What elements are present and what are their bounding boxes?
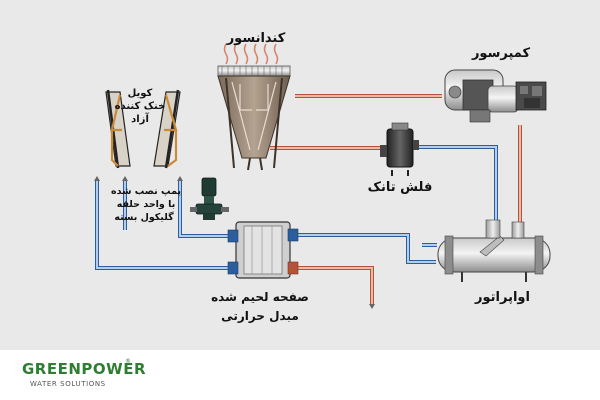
pump-label-line-2: با واحد حلقه [116,199,176,210]
plate-heat-exchanger [227,221,299,279]
brand-name: GREENPOWER [22,360,146,378]
condenser-label: کندانسور [226,31,286,46]
flow-arrow [122,176,128,181]
flow-arrow [369,304,375,309]
evaporator-unit [437,219,551,282]
coil-label-line-2: خنک کننده [114,101,166,112]
free-cooling-coil-unit [105,89,181,169]
cold-pipe-exchanger-evaporator [290,233,436,264]
exchanger-label-line-2: مبدل حرارتی [221,309,299,323]
exchanger-label-line-1: صفحه لحیم شده [211,290,309,304]
coil-label-line-3: آزاد [131,114,149,125]
pump-label-line-1: پمپ نصب شده [110,186,182,197]
flash-tank-unit [380,122,419,176]
cold-pipe-coil-loop [95,180,230,270]
condenser-unit [217,43,291,171]
coil-left [105,89,131,169]
flow-arrows [94,176,375,309]
compressor-unit [444,69,547,123]
cold-pipe-flashtank-evaporator [413,145,498,220]
glycol-pump-icon [190,177,229,220]
flow-arrow [177,176,183,181]
hot-pipe-exchanger-outlet [285,266,374,306]
heat-waves-icon [223,43,279,65]
registered-mark: ® [125,358,131,365]
flow-arrow [94,176,100,181]
coil-right [153,89,181,169]
compressor-label: کمپرسور [471,46,531,61]
footer-bar [0,350,600,400]
pipe-network [95,94,522,306]
cold-pipe-pump-exchanger [178,180,232,238]
brand-tagline: WATER SOLUTIONS [30,380,106,388]
pump-label-line-3: گلیکول بسته [114,212,174,223]
coil-label-line-1: کویل [127,88,153,99]
evaporator-label: اواپراتور [475,290,530,305]
flash-tank-label: فلش تانک [367,180,433,195]
brand-logo: GREENPOWER ® WATER SOLUTIONS [22,358,212,394]
